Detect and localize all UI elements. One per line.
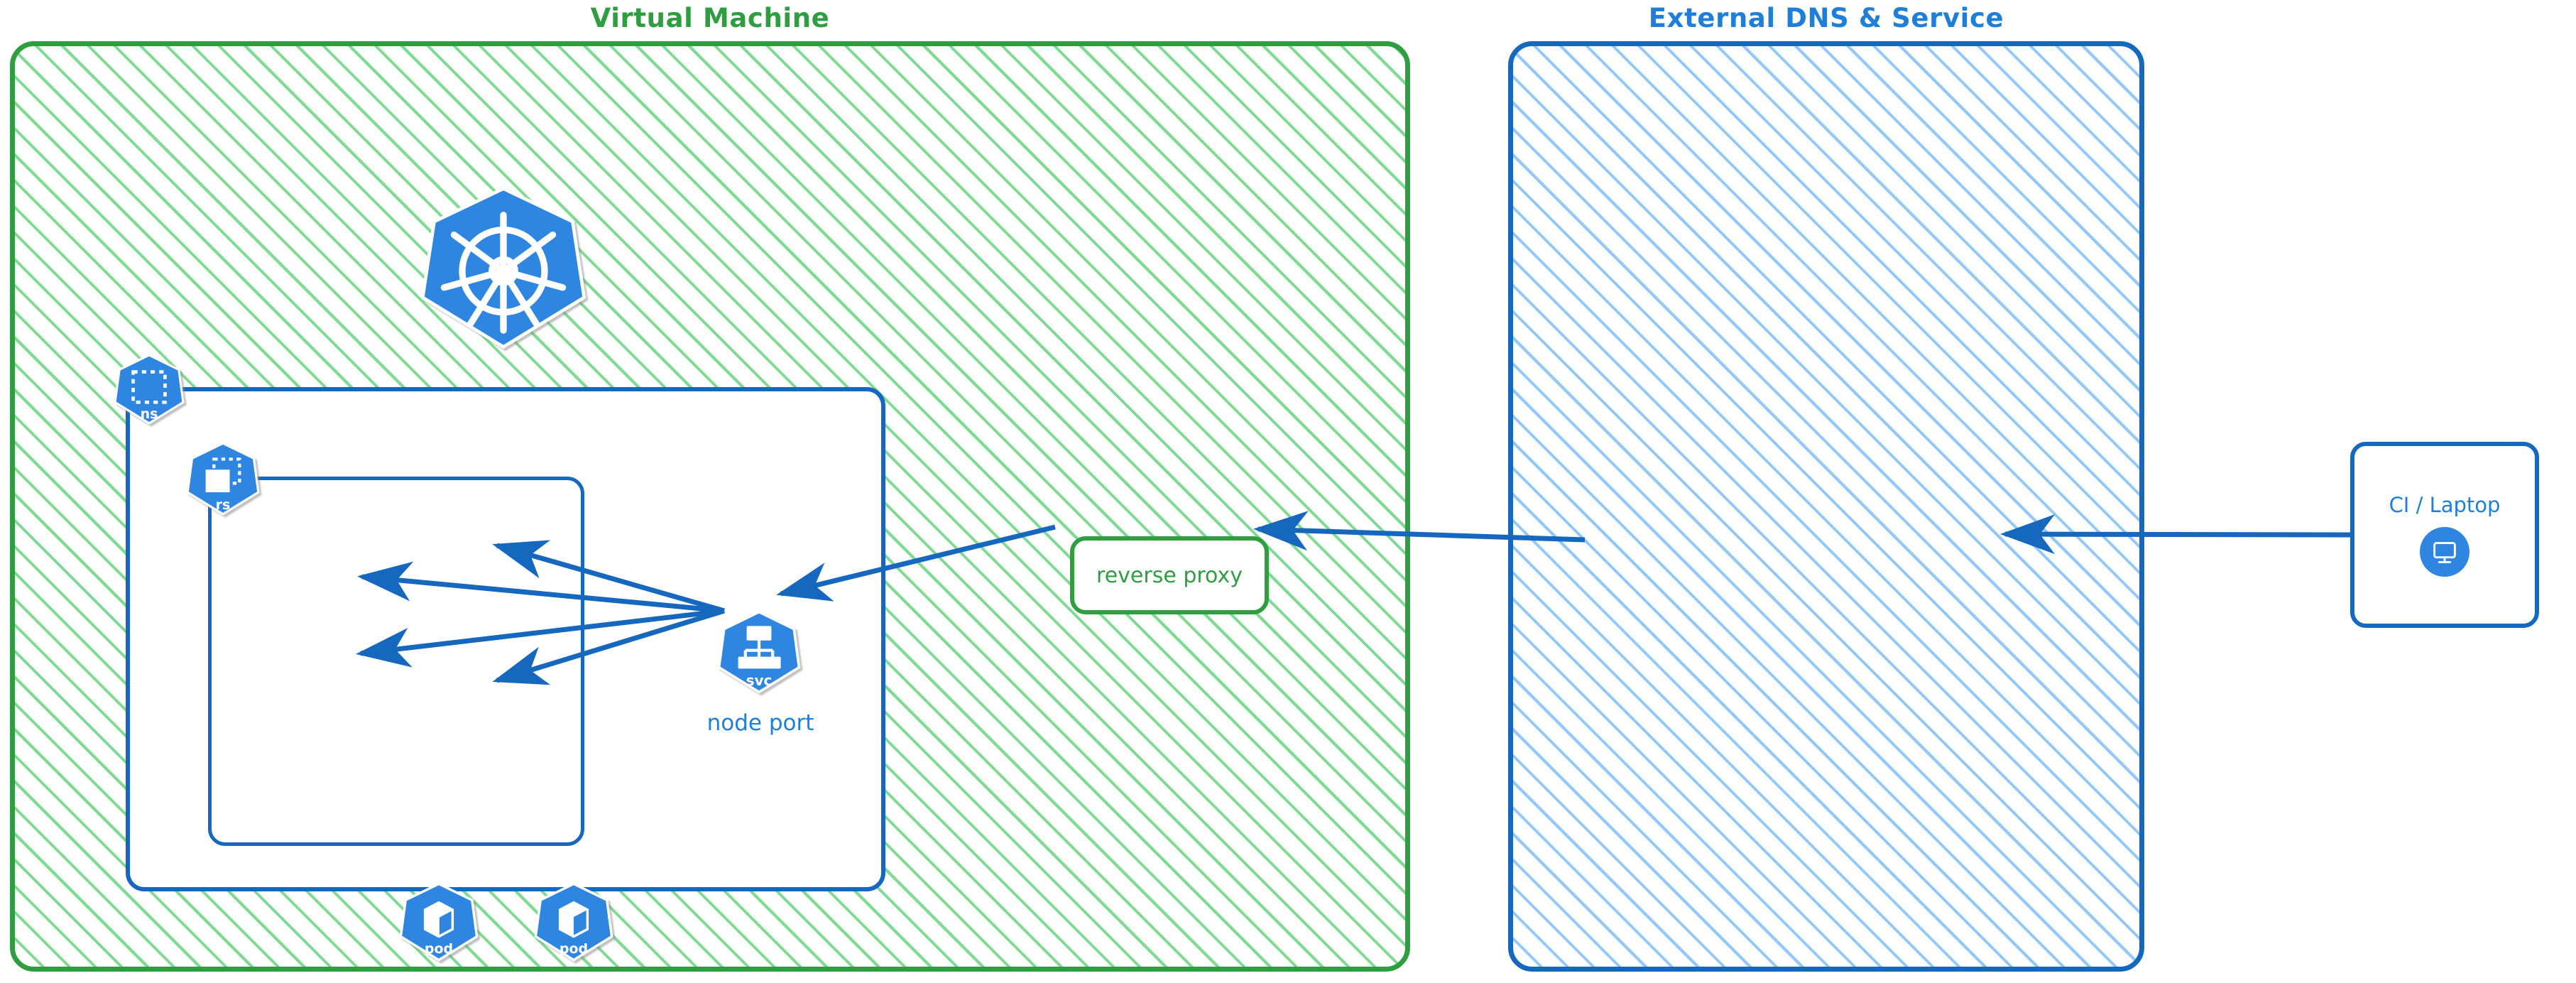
vm-group-panel: pod pod pod — [10, 41, 1410, 972]
pod-icon — [399, 882, 479, 962]
replicaset-badge[interactable]: rs — [185, 441, 261, 516]
service-badge[interactable]: svc — [716, 609, 802, 695]
namespace-icon — [114, 354, 185, 425]
kubernetes-logo — [421, 185, 586, 350]
pod-icon — [534, 882, 613, 962]
node-port-caption: node port — [706, 710, 814, 736]
pod-node-2[interactable]: pod — [533, 881, 614, 962]
replicaset-box — [208, 477, 584, 846]
pod-node-1[interactable]: pod — [398, 881, 479, 962]
reverse-proxy-box[interactable]: reverse proxy — [1070, 536, 1269, 614]
monitor-icon — [2420, 527, 2469, 577]
namespace-badge[interactable]: ns — [113, 353, 185, 425]
service-icon — [717, 610, 801, 694]
replicaset-icon — [186, 442, 260, 516]
dns-group-title: External DNS & Service — [1648, 3, 2004, 33]
ci-laptop-box[interactable]: CI / Laptop — [2350, 442, 2539, 628]
reverse-proxy-label: reverse proxy — [1096, 563, 1243, 588]
vm-group-title: Virtual Machine — [590, 3, 830, 33]
ci-laptop-label: CI / Laptop — [2389, 493, 2501, 517]
dns-group-panel: DNS DNS CNAME record Worker / Port Forwa… — [1508, 41, 2144, 972]
kubernetes-helm-icon — [421, 187, 586, 349]
monitor-glyph — [2433, 542, 2456, 563]
